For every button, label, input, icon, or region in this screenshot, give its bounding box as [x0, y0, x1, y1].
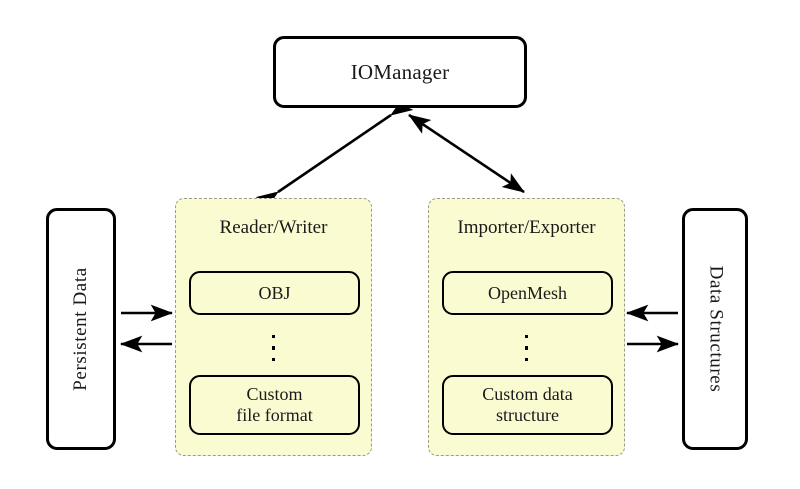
importer-exporter-item-openmesh[interactable]: OpenMesh	[442, 271, 613, 315]
reader-writer-panel[interactable]: Reader/Writer OBJ Custom file format	[175, 198, 372, 456]
importer-exporter-ellipsis-icon	[429, 327, 624, 369]
persistent-data-label: Persistent Data	[70, 267, 92, 391]
importer-exporter-item-custom-line-1: Custom data	[482, 384, 573, 405]
arrow-manager-reader-writer	[255, 96, 414, 211]
importer-exporter-title: Importer/Exporter	[457, 217, 596, 238]
reader-writer-ellipsis-icon	[176, 327, 371, 369]
arrow-manager-importer-exporter	[408, 113, 525, 194]
io-manager-label: IOManager	[350, 59, 450, 84]
importer-exporter-item-openmesh-line-1: OpenMesh	[488, 282, 567, 303]
importer-exporter-item-custom-line-2: structure	[496, 405, 559, 425]
reader-writer-item-custom-line-2: file format	[236, 405, 313, 425]
importer-exporter-panel[interactable]: Importer/Exporter OpenMesh Custom data s…	[428, 198, 625, 456]
reader-writer-item-custom-line-1: Custom	[246, 384, 303, 405]
io-manager-box[interactable]: IOManager	[273, 36, 527, 108]
reader-writer-item-custom-file-format[interactable]: Custom file format	[189, 375, 360, 435]
importer-exporter-item-custom-data-structure[interactable]: Custom data structure	[442, 375, 613, 435]
reader-writer-item-obj[interactable]: OBJ	[189, 271, 360, 315]
reader-writer-item-obj-line-1: OBJ	[258, 282, 291, 303]
data-structures-box[interactable]: Data Structures	[682, 208, 748, 450]
reader-writer-title: Reader/Writer	[219, 217, 328, 238]
persistent-data-box[interactable]: Persistent Data	[46, 208, 116, 450]
data-structures-label: Data Structures	[705, 265, 726, 393]
